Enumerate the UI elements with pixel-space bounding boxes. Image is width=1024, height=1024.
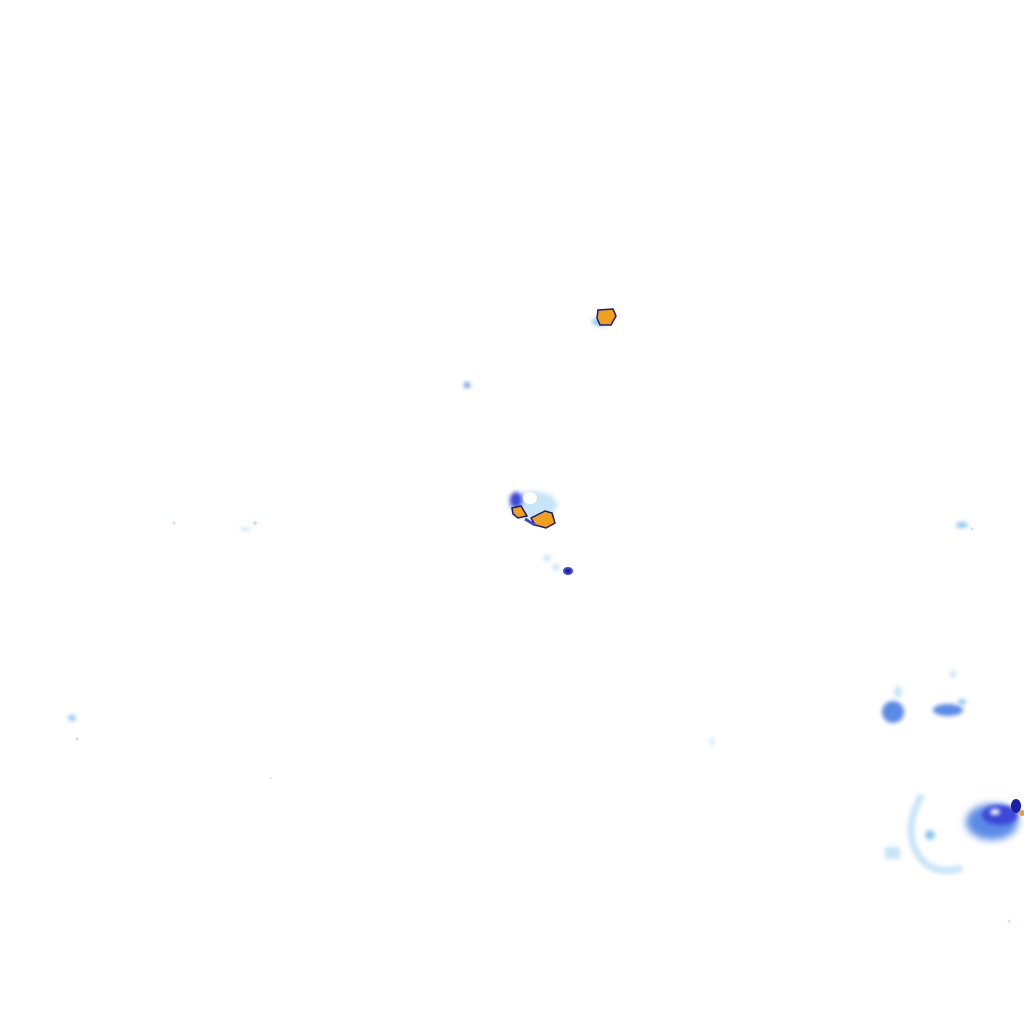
precip-cell-center	[509, 491, 557, 529]
precip-specks-east	[709, 522, 974, 745]
precip-cell-south	[543, 555, 573, 575]
precip-speck-a	[464, 382, 470, 388]
precip-cluster-southeast	[882, 670, 1024, 923]
precip-specks-west	[68, 521, 272, 779]
precip-cell-north	[592, 308, 617, 326]
